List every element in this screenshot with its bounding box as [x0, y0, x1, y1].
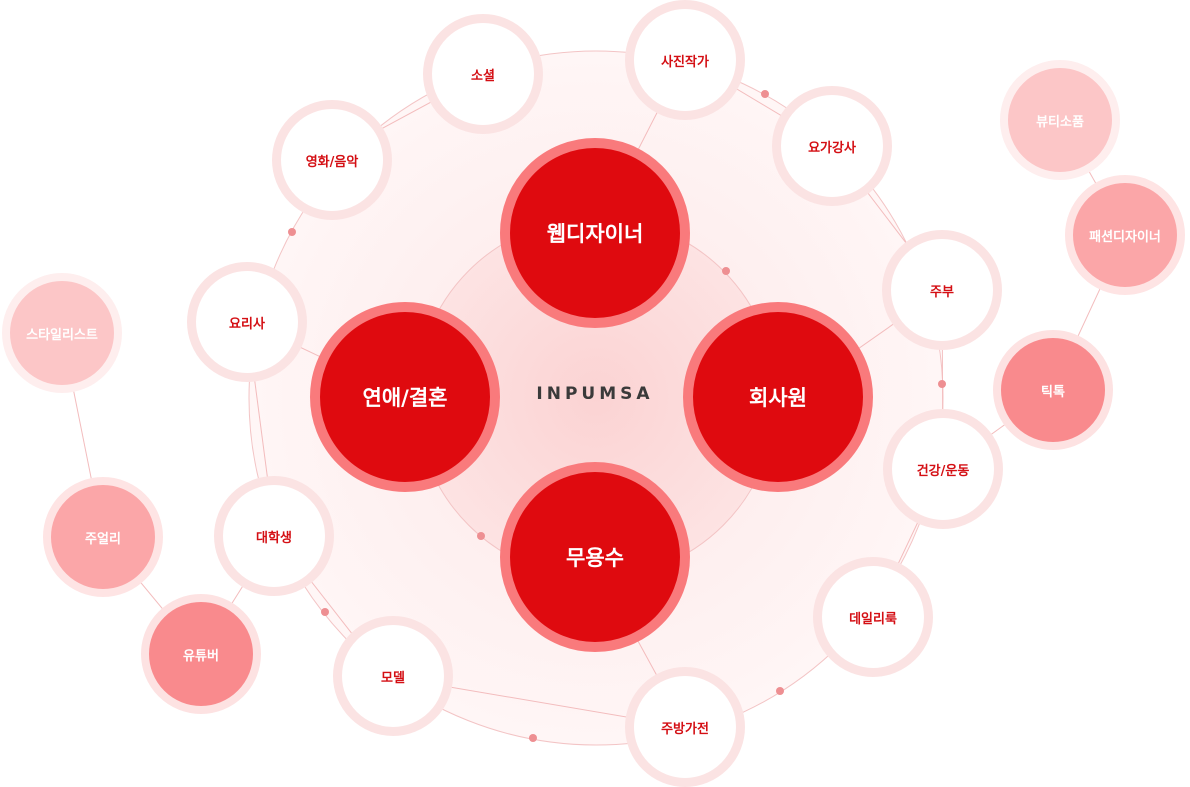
- core-node-web-designer[interactable]: 웹디자이너: [500, 138, 690, 328]
- satellite-node-youtuber[interactable]: 유튜버: [141, 594, 261, 714]
- center-label: INPUMSA: [536, 384, 654, 404]
- outer-node-college-student[interactable]: 대학생: [214, 476, 334, 596]
- outer-node-yoga-instructor[interactable]: 요가강사: [772, 86, 892, 206]
- satellite-node-stylist[interactable]: 스타일리스트: [2, 273, 122, 393]
- core-node-dating-marriage[interactable]: 연애/결혼: [310, 302, 500, 492]
- outer-node-movie-music[interactable]: 영화/음악: [272, 100, 392, 220]
- ring-dots: [288, 90, 946, 742]
- core-node-unemployed[interactable]: 무용수: [500, 462, 690, 652]
- satellite-node-tiktok[interactable]: 틱톡: [993, 330, 1113, 450]
- outer-node-model[interactable]: 모델: [333, 616, 453, 736]
- outer-node-cook[interactable]: 요리사: [187, 262, 307, 382]
- outer-node-housewife[interactable]: 주부: [882, 230, 1002, 350]
- satellite-node-jewelry[interactable]: 주얼리: [43, 477, 163, 597]
- outer-node-kitchen-appliance[interactable]: 주방가전: [625, 667, 745, 787]
- outer-node-social[interactable]: 소셜: [423, 14, 543, 134]
- core-node-office-worker[interactable]: 회사원: [683, 302, 873, 492]
- outer-node-photographer[interactable]: 사진작가: [625, 0, 745, 120]
- satellite-node-beauty-cosmetics[interactable]: 뷰티소품: [1000, 60, 1120, 180]
- satellite-node-fashion-designer[interactable]: 패션디자이너: [1065, 175, 1185, 295]
- outer-node-daily-look[interactable]: 데일리룩: [813, 557, 933, 677]
- outer-node-health-exercise[interactable]: 건강/운동: [883, 409, 1003, 529]
